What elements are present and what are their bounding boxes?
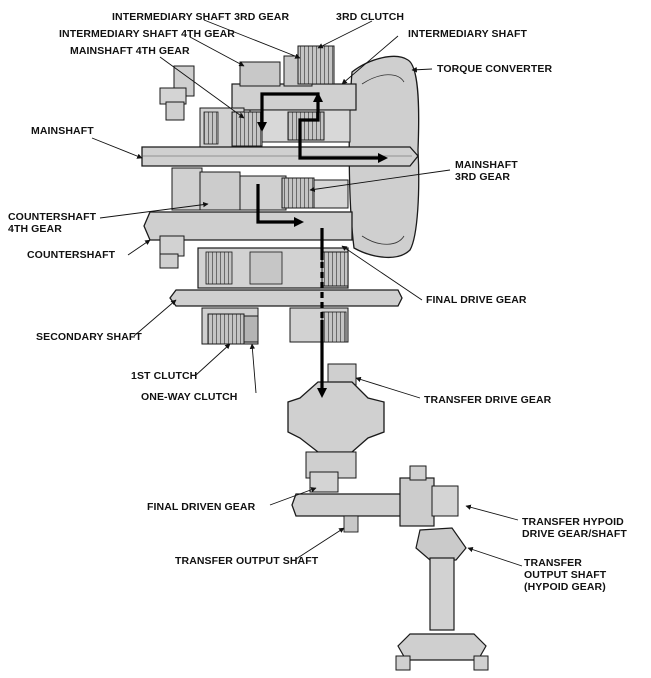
label-torque-converter: TORQUE CONVERTER [437, 63, 553, 75]
label-countershaft-4th-gear: COUNTERSHAFT 4TH GEAR [8, 211, 96, 235]
label-transfer-output-shaft-hypoid-gear: TRANSFER OUTPUT SHAFT (HYPOID GEAR) [524, 557, 606, 593]
label-mainshaft-4th-gear: MAINSHAFT 4TH GEAR [70, 45, 190, 57]
mainshaft-4th-gear [231, 111, 263, 147]
label-secondary-shaft: SECONDARY SHAFT [36, 331, 142, 343]
transfer-output-shaft [291, 493, 413, 517]
transfer-output-hypoid-shaft [429, 557, 455, 631]
mainshaft [141, 146, 419, 167]
intermediary-shaft [231, 83, 357, 111]
label-one-way-clutch: ONE-WAY CLUTCH [141, 391, 238, 403]
label-intermediary-shaft-3rd-gear: INTERMEDIARY SHAFT 3RD GEAR [112, 11, 290, 23]
label-transfer-output-hypoid-line3: (HYPOID GEAR) [524, 581, 606, 593]
label-countershaft: COUNTERSHAFT [27, 249, 116, 261]
label-countershaft-4th-gear-line2: 4TH GEAR [8, 223, 62, 235]
label-transfer-output-shaft: TRANSFER OUTPUT SHAFT [175, 555, 319, 567]
transfer-hypoid-drive-gear [399, 477, 435, 527]
label-mainshaft-3rd-gear-line1: MAINSHAFT [455, 159, 518, 171]
label-mainshaft: MAINSHAFT [31, 125, 94, 137]
final-drive-gear [321, 251, 349, 287]
label-transfer-hypoid-drive-gear-shaft: TRANSFER HYPOID DRIVE GEAR/SHAFT [522, 516, 627, 540]
countershaft [143, 211, 353, 241]
first-clutch-pack [207, 313, 245, 345]
leader-lines [91, 19, 523, 567]
label-transfer-hypoid-line2: DRIVE GEAR/SHAFT [522, 528, 627, 540]
label-transfer-drive-gear: TRANSFER DRIVE GEAR [424, 394, 552, 406]
one-way-clutch [243, 315, 259, 343]
secondary-shaft [169, 289, 403, 307]
label-countershaft-4th-gear-line1: COUNTERSHAFT [8, 211, 97, 223]
label-intermediary-shaft-4th-gear: INTERMEDIARY SHAFT 4TH GEAR [59, 28, 235, 40]
label-transfer-output-hypoid-line1: TRANSFER [524, 557, 582, 569]
label-final-driven-gear: FINAL DRIVEN GEAR [147, 501, 256, 513]
third-clutch-pack [297, 45, 335, 85]
differential [287, 381, 385, 453]
label-1st-clutch: 1ST CLUTCH [131, 370, 198, 382]
label-transfer-hypoid-line1: TRANSFER HYPOID [522, 516, 624, 528]
label-mainshaft-3rd-gear: MAINSHAFT 3RD GEAR [455, 159, 518, 183]
power-flow-path [256, 92, 384, 394]
label-3rd-clutch: 3RD CLUTCH [336, 11, 405, 23]
label-final-drive-gear: FINAL DRIVE GEAR [426, 294, 527, 306]
label-intermediary-shaft: INTERMEDIARY SHAFT [408, 28, 528, 40]
mainshaft-3rd-gear [281, 177, 315, 209]
final-driven-gear [309, 471, 339, 493]
label-transfer-output-hypoid-line2: OUTPUT SHAFT [524, 569, 607, 581]
label-mainshaft-3rd-gear-line2: 3RD GEAR [455, 171, 511, 183]
